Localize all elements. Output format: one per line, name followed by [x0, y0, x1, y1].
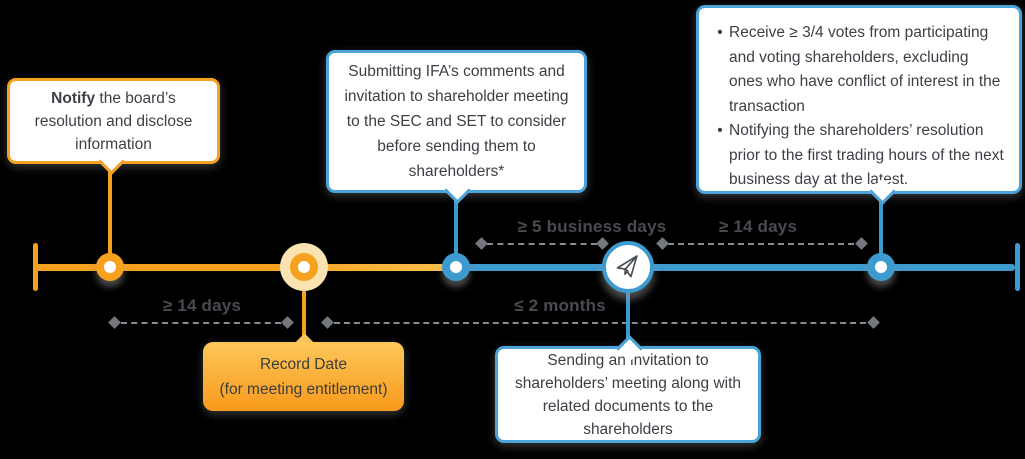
timeline-start-cap: [33, 243, 38, 291]
send-invitation-milestone: [602, 241, 654, 293]
callout-invitation-text: Sending an invitation to shareholders’ m…: [514, 351, 742, 438]
diamond-marker: [596, 237, 609, 250]
bullet-marker: •: [717, 24, 723, 41]
connector-ifa-callout: [454, 196, 458, 267]
callout-ifa-submission: Submitting IFA’s comments and invitation…: [326, 50, 587, 204]
callout-board-resolution: Notify the board’s resolution and disclo…: [7, 78, 220, 175]
callout-board-bold: Notify: [51, 89, 96, 107]
diamond-marker: [108, 316, 121, 329]
node-record-date: [290, 253, 318, 281]
record-date-text: Record Date (for meeting entitlement): [220, 352, 388, 402]
diamond-marker: [867, 316, 880, 329]
dash-span-notify-to-record: [121, 322, 281, 324]
list-item: • Notifying the shareholders’ resolution…: [711, 119, 1005, 193]
connector-invitation-callout: [626, 290, 630, 348]
timeline-end-cap: [1015, 243, 1020, 291]
duration-label-notify-to-record: ≥ 14 days: [162, 296, 242, 315]
record-date-line2: (for meeting entitlement): [219, 380, 388, 398]
resolution-bullet-list: • Receive ≥ 3/4 votes from participating…: [711, 21, 1005, 193]
duration-label-sec-review: ≥ 5 business days: [517, 217, 667, 236]
timeline-orange-segment: [35, 264, 458, 271]
dash-span-invite-to-meeting: [668, 243, 854, 245]
node-board-resolution: [96, 253, 124, 281]
record-date-box: Record Date (for meeting entitlement): [203, 342, 404, 411]
diamond-marker: [321, 316, 334, 329]
paper-plane-icon: [614, 253, 642, 281]
timeline-blue-segment: [458, 264, 1015, 271]
callout-ifa-text: Submitting IFA’s comments and invitation…: [344, 63, 569, 180]
connector-board-callout: [108, 166, 112, 267]
node-ifa-submission: [442, 253, 470, 281]
node-shareholder-meeting: [867, 253, 895, 281]
duration-label-invite-to-meeting: ≥ 14 days: [718, 217, 798, 236]
connector-record-box: [302, 267, 306, 338]
diamond-marker: [656, 237, 669, 250]
bullet-text: Receive ≥ 3/4 votes from participating a…: [729, 24, 1001, 115]
callout-board-text: Notify the board’s resolution and disclo…: [34, 89, 193, 153]
dash-span-record-to-invite: [334, 322, 866, 324]
diamond-marker: [855, 237, 868, 250]
diamond-marker: [281, 316, 294, 329]
callout-shareholders-resolution: • Receive ≥ 3/4 votes from participating…: [696, 5, 1022, 205]
dash-span-sec-review: [487, 243, 597, 245]
connector-resolution-callout: [879, 200, 883, 267]
bullet-marker: •: [717, 122, 723, 139]
record-date-line1: Record Date: [259, 355, 347, 373]
duration-label-record-to-invite: ≤ 2 months: [514, 296, 606, 315]
bullet-text: Notifying the shareholders’ resolution p…: [729, 122, 1004, 188]
callout-sending-invitation: Sending an invitation to shareholders’ m…: [495, 335, 761, 443]
list-item: • Receive ≥ 3/4 votes from participating…: [711, 21, 1005, 119]
diamond-marker: [475, 237, 488, 250]
